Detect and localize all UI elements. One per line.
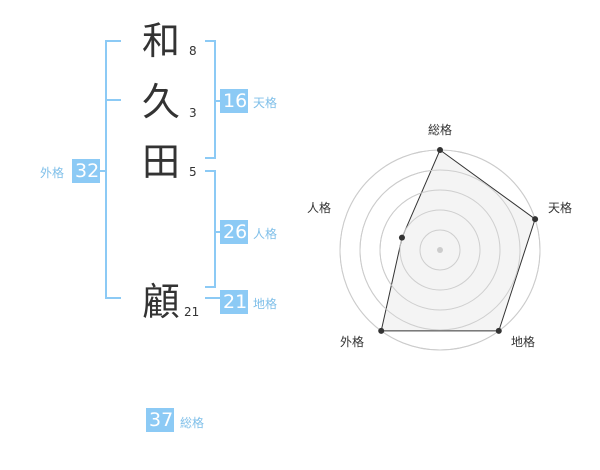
stroke-count-4: 21 bbox=[184, 305, 200, 319]
radar-grid-ring bbox=[399, 209, 481, 291]
name-char-4: 顧 bbox=[142, 280, 181, 324]
tenkaku-badge: 16 bbox=[220, 89, 248, 113]
stroke-count-2: 3 bbox=[189, 106, 197, 120]
radar-point-bottom-right bbox=[495, 327, 502, 334]
radar-points bbox=[378, 147, 539, 334]
radar-point-left bbox=[398, 234, 405, 241]
gaikaku-label: 外格 bbox=[40, 166, 65, 180]
kaku-radar-chart bbox=[339, 147, 541, 351]
radar-label-jinkaku: 人格 bbox=[307, 201, 332, 215]
radar-polygon bbox=[380, 149, 536, 332]
name-char-3: 田 bbox=[142, 140, 181, 184]
radar-label-chikaku: 地格 bbox=[511, 335, 536, 349]
soukaku-badge: 37 bbox=[146, 408, 174, 432]
chikaku-badge: 21 bbox=[220, 290, 248, 314]
radar-center-dot bbox=[437, 247, 443, 253]
radar-grid-ring bbox=[379, 189, 501, 311]
gaikaku-badge: 32 bbox=[72, 159, 100, 183]
name-char-1: 和 bbox=[142, 19, 181, 63]
radar-point-bottom-left bbox=[378, 327, 385, 334]
tenkaku-label: 天格 bbox=[253, 96, 278, 110]
chikaku-label: 地格 bbox=[253, 297, 278, 311]
radar-label-soukaku: 総格 bbox=[428, 123, 453, 137]
stroke-count-3: 5 bbox=[189, 165, 197, 179]
jinkaku-label: 人格 bbox=[253, 227, 278, 241]
radar-point-right bbox=[532, 216, 539, 223]
radar-label-tenkaku: 天格 bbox=[548, 201, 573, 215]
radar-grid-ring bbox=[419, 229, 461, 271]
radar-point-top bbox=[437, 147, 443, 153]
soukaku-label: 総格 bbox=[180, 416, 205, 430]
jinkaku-badge: 26 bbox=[220, 220, 248, 244]
radar-grid-ring bbox=[359, 169, 521, 331]
name-brackets bbox=[98, 40, 223, 299]
stroke-count-1: 8 bbox=[189, 44, 197, 58]
radar-label-gaikaku: 外格 bbox=[340, 335, 365, 349]
name-char-2: 久 bbox=[142, 80, 181, 124]
